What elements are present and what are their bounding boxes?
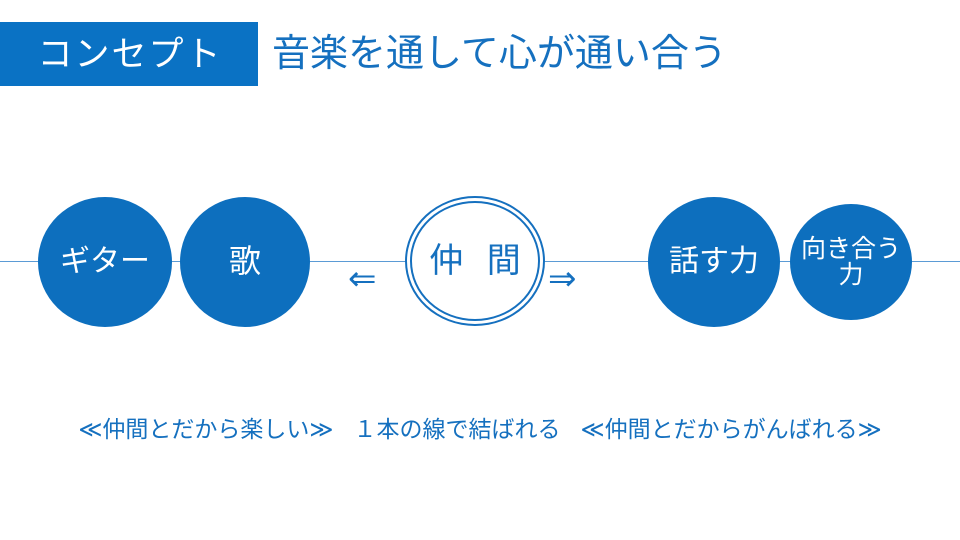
node-nakama[interactable]: 仲 間 bbox=[405, 196, 545, 326]
title-badge: コンセプト bbox=[0, 22, 258, 86]
caption-center: １本の線で結ばれる bbox=[353, 416, 561, 442]
caption-left: ≪仲間とだから楽しい≫ bbox=[78, 416, 334, 442]
node-guitar-label: ギター bbox=[60, 245, 150, 279]
double-arrow-right-icon: ⇒ bbox=[548, 260, 577, 298]
caption-right: ≪仲間とだからがんばれる≫ bbox=[580, 416, 882, 442]
node-talk-label: 話す力 bbox=[669, 245, 759, 279]
node-face[interactable]: 向き合う力 bbox=[790, 204, 912, 320]
title-badge-label: コンセプト bbox=[37, 34, 223, 74]
double-arrow-left-icon: ⇐ bbox=[348, 260, 377, 298]
node-guitar[interactable]: ギター bbox=[38, 197, 172, 327]
node-nakama-inner-ring: 仲 間 bbox=[410, 201, 540, 321]
node-song[interactable]: 歌 bbox=[180, 197, 310, 327]
node-talk[interactable]: 話す力 bbox=[648, 197, 780, 327]
page-title: 音楽を通して心が通い合う bbox=[272, 33, 727, 75]
node-nakama-label: 仲 間 bbox=[429, 242, 528, 280]
caption-row: ≪仲間とだから楽しい≫ １本の線で結ばれる ≪仲間とだからがんばれる≫ bbox=[0, 418, 960, 441]
node-face-label: 向き合う力 bbox=[800, 234, 901, 289]
node-song-label: 歌 bbox=[228, 243, 261, 280]
